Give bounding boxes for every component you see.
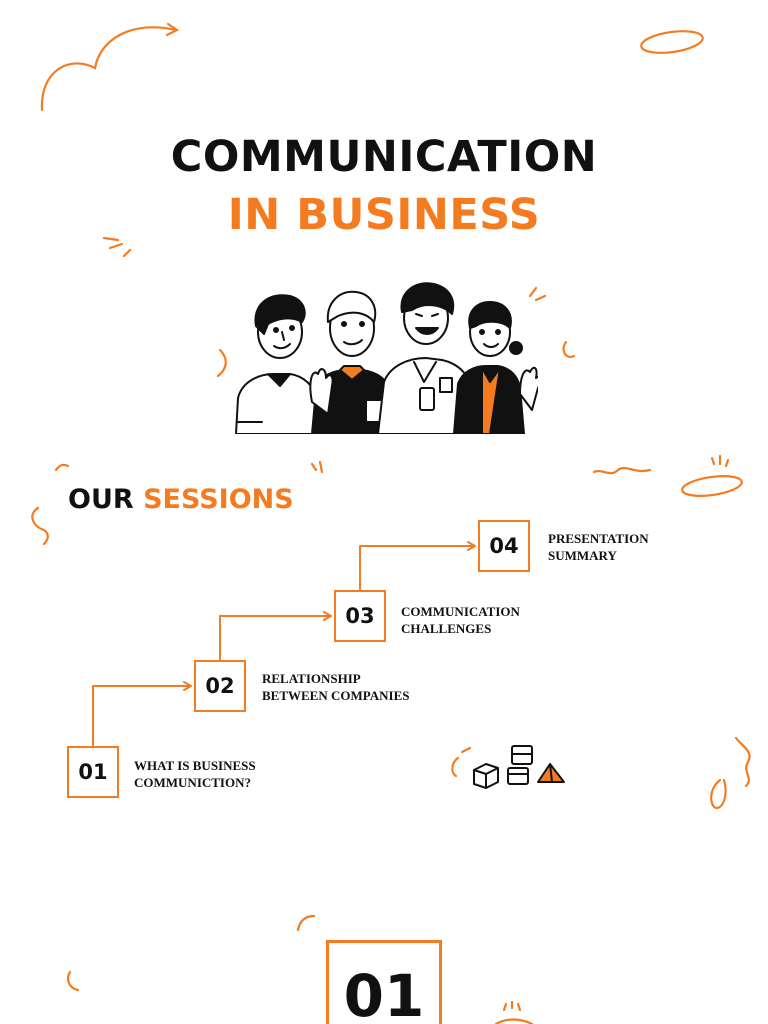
step-label-1-line-1: WHAT IS BUSINESS [134, 758, 256, 773]
step-label-3-line-1: COMMUNICATION [401, 604, 520, 619]
title-line-2: IN BUSINESS [227, 190, 541, 240]
connector-2-to-3 [219, 615, 331, 661]
team-people-illustration [235, 282, 538, 434]
step-label-4-line-2: SUMMARY [548, 548, 617, 563]
step-label-2-line-2: BETWEEN COMPANIES [262, 688, 410, 703]
section-number-box: 01 [326, 940, 442, 1024]
step-number-box-1: 01 [67, 746, 119, 798]
step-label-2-line-1: RELATIONSHIP [262, 671, 361, 686]
step-number-box-3: 03 [334, 590, 386, 642]
loop-arrow-doodle [40, 26, 178, 112]
connector-1-to-2 [92, 685, 191, 747]
squiggle-doodle [54, 463, 70, 472]
step-label-3-line-2: CHALLENGES [401, 621, 492, 636]
step-label-1: WHAT IS BUSINESS COMMUNICTION? [134, 757, 334, 791]
sessions-heading: OUR SESSIONS [68, 484, 294, 515]
wave-doodle [734, 736, 751, 788]
step-number-box-4: 04 [478, 520, 530, 572]
connector-3-to-4 [359, 545, 475, 591]
step-number-box-2: 02 [194, 660, 246, 712]
step-label-3: COMMUNICATION CHALLENGES [401, 603, 601, 637]
oval-doodle-2 [681, 475, 743, 497]
step-label-1-line-2: COMMUNICTION? [134, 775, 251, 790]
sessions-heading-highlight: SESSIONS [143, 484, 294, 515]
step-label-4-line-1: PRESENTATION [548, 531, 649, 546]
title-line-1: COMMUNICATION [170, 132, 598, 182]
step-label-4: PRESENTATION SUMMARY [548, 530, 748, 564]
step-label-2: RELATIONSHIP BETWEEN COMPANIES [262, 670, 462, 704]
sessions-heading-prefix: OUR [68, 484, 134, 515]
building-blocks-icon [473, 745, 565, 789]
oval-doodle [640, 30, 704, 54]
